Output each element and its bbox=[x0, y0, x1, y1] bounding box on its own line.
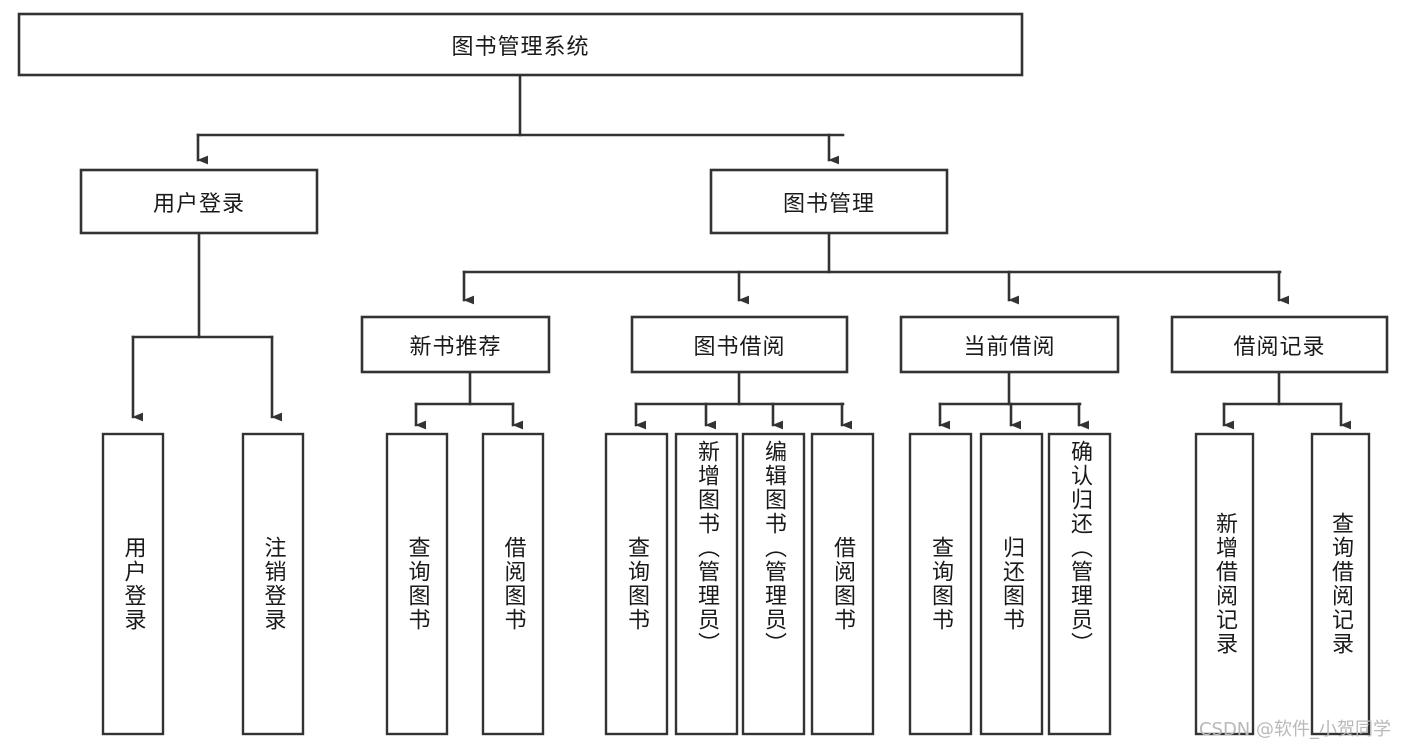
connector-borrowrecord-to-leaves bbox=[1222, 370, 1352, 430]
connector-bookmanage-to-level3 bbox=[462, 232, 1290, 305]
node-box-leaf-return-book[interactable] bbox=[979, 432, 1044, 736]
node-box-leaf-user-login[interactable] bbox=[101, 432, 165, 736]
node-box-book-borrow[interactable] bbox=[630, 315, 849, 374]
node-box-leaf-query-record[interactable] bbox=[1310, 432, 1371, 736]
node-box-leaf-add-record[interactable] bbox=[1194, 432, 1255, 736]
connector-userlogin-to-leaves bbox=[131, 232, 283, 422]
node-box-leaf-edit-book[interactable] bbox=[741, 432, 806, 736]
node-box-leaf-query-book-2[interactable] bbox=[604, 432, 669, 736]
node-box-leaf-query-book-3[interactable] bbox=[908, 432, 973, 736]
node-box-leaf-confirm-return[interactable] bbox=[1047, 432, 1112, 736]
node-box-leaf-add-book[interactable] bbox=[674, 432, 739, 736]
node-box-user-login[interactable] bbox=[79, 168, 319, 235]
connector-newbook-to-leaves bbox=[414, 370, 524, 430]
node-box-borrow-record[interactable] bbox=[1170, 315, 1389, 374]
node-box-new-book-recommend[interactable] bbox=[360, 315, 551, 374]
node-box-book-manage[interactable] bbox=[709, 168, 949, 235]
node-box-leaf-logout-login[interactable] bbox=[241, 432, 305, 736]
node-box-leaf-borrow-book-2[interactable] bbox=[810, 432, 875, 736]
node-box-leaf-borrow-book-1[interactable] bbox=[481, 432, 545, 736]
node-box-root[interactable] bbox=[17, 12, 1024, 77]
node-box-leaf-query-book-1[interactable] bbox=[385, 432, 449, 736]
csdn-watermark: CSDN @软件_小贺同学 bbox=[1198, 719, 1391, 740]
node-box-current-borrow[interactable] bbox=[899, 315, 1120, 374]
connector-root-to-level2 bbox=[196, 73, 845, 165]
connector-bookborrow-to-leaves bbox=[634, 370, 853, 430]
connector-currentborrow-to-leaves bbox=[938, 370, 1090, 430]
